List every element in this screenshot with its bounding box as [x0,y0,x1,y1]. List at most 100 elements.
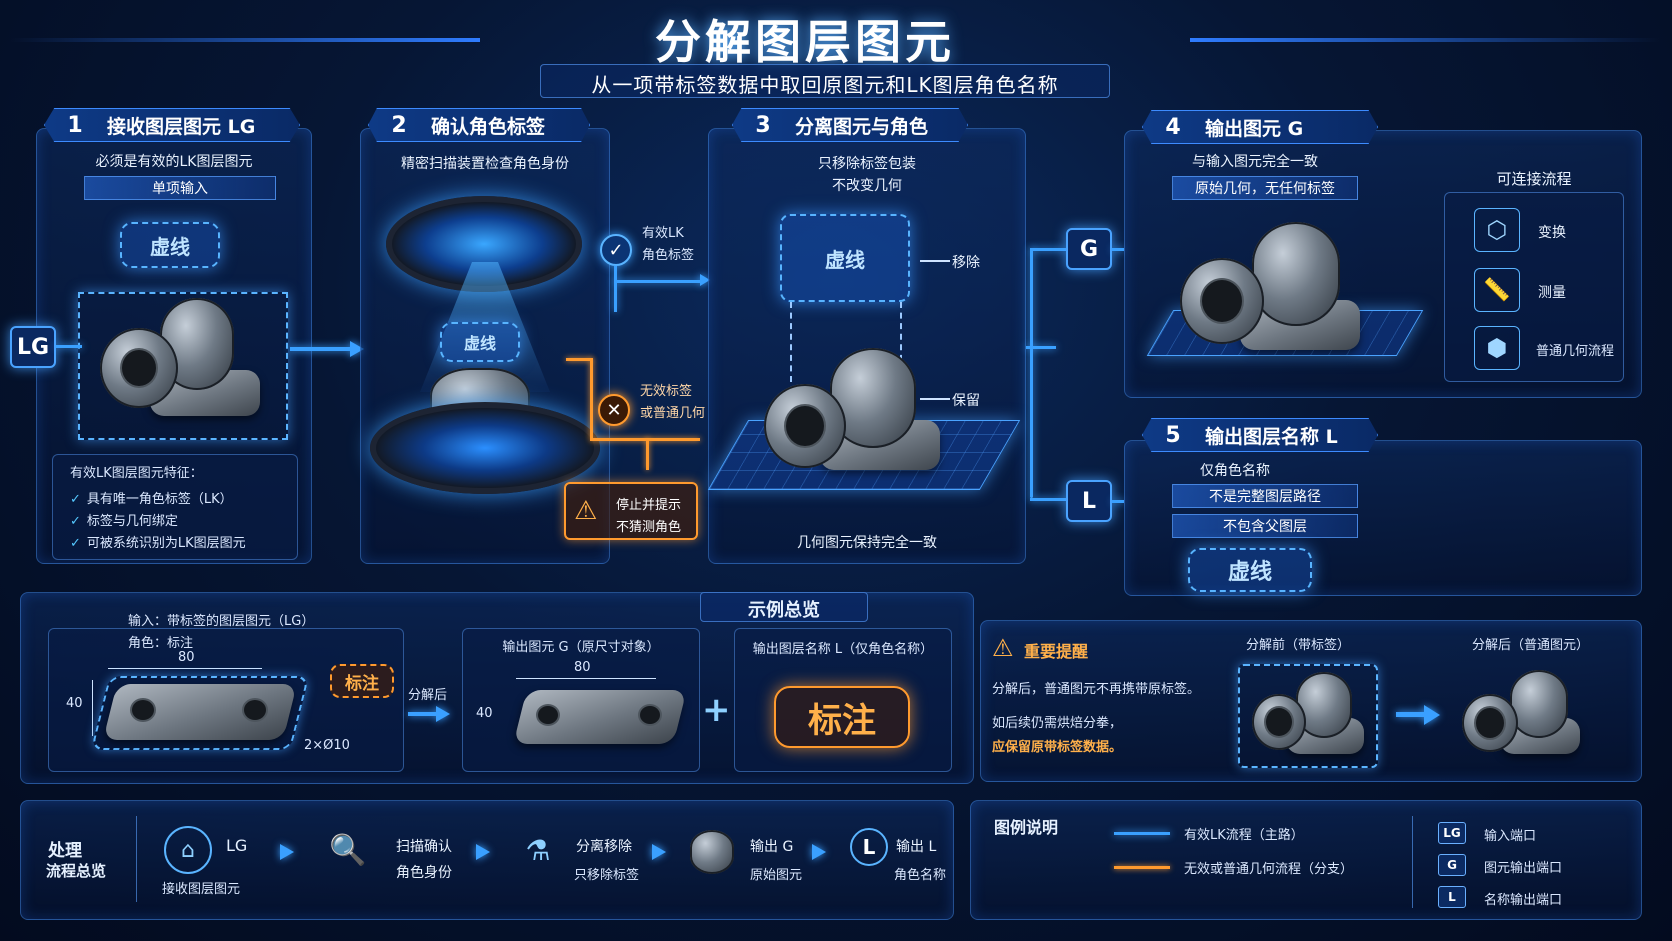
dim-line-h [92,680,93,736]
g-out-line [1112,248,1124,251]
step4-pill: 原始几何，无任何标签 [1172,176,1358,200]
example-tag: 标注 [330,664,394,698]
step3-number: 3 [755,112,771,138]
step3-guide-2 [900,302,902,382]
step2-header: 2 确认角色标签 [368,108,590,142]
connectable-title: 可连接流程 [1496,170,1572,188]
invalid-line-v [590,358,593,438]
process-step2-top: 扫描确认 [396,839,452,855]
subtitle-frame [540,64,1110,98]
process-title-2: 流程总览 [46,862,107,880]
feature-item: ✓可被系统识别为LK图层图元 [70,536,246,551]
connectable-item-measure[interactable]: 测量 [1538,285,1566,301]
step5-dashed-tag: 虚线 [1188,548,1312,592]
step4-number: 4 [1165,114,1181,140]
feature-item: ✓具有唯一角色标签（LK） [70,492,233,507]
step1-pill: 单项输入 [84,176,276,200]
example-input-line1: 输入：带标签的图层图元（LG） [128,614,315,629]
features-box [52,454,298,560]
reminder-warning-icon: ⚠ [992,634,1014,662]
cube-icon: ⬢ [1474,326,1520,370]
before-dashed-box [1238,664,1378,768]
process-arrow [812,844,826,860]
step3-dashed-tag: 虚线 [780,214,910,302]
step1-dashed-box [78,292,288,440]
step3-out-line [1026,346,1056,349]
step1-to-step2-line [290,347,350,351]
page-subtitle: 从一项带标签数据中取回原图元和LK图层角色名称 [591,73,1059,97]
process-arrow [652,844,666,860]
reminder-line2: 如后续仍需烘焙分拳， [992,716,1123,731]
after-part-body [1510,670,1568,738]
lg-in-line [56,345,82,348]
step3-part-bore [786,406,824,446]
plate-hole [538,706,558,724]
stop-box [564,482,698,540]
example-plus: + [702,690,731,730]
step1-label: 接收图层图元 LG [107,115,256,138]
step5-note: 仅角色名称 [1200,463,1270,479]
example-out-l: 输出图层名称 L（仅角色名称） [752,642,934,657]
reminder-arrow [1424,705,1440,725]
port-l[interactable]: L [1066,480,1112,522]
process-step4-top: 输出 G [750,839,794,855]
separate-icon: ⚗ [525,833,551,867]
invalid-line-h2 [590,438,700,441]
title-bar-right-deco [1190,38,1660,42]
reminder-after: 分解后（普通图元） [1472,638,1590,653]
process-step1-top: LG [226,836,248,855]
step5-number: 5 [1165,422,1181,448]
example-title-frame [700,592,868,622]
invalid-label-1: 无效标签 [640,384,693,399]
legend-port-l: L [1438,886,1466,908]
example-holes: 2×Ø10 [304,738,350,753]
example-out-dim-w: 80 [574,660,591,675]
example-out-dim-h: 40 [476,706,493,721]
process-step4-bottom: 原始图元 [750,868,803,883]
step4-part-body [1252,222,1340,326]
step5-pill-2: 不包含父图层 [1172,514,1358,538]
legend-port-lg: LG [1438,822,1466,844]
valid-line-v [614,266,617,312]
step3-guide-1 [790,302,792,382]
title-bar-left-deco [10,38,480,42]
connectable-item-geometry[interactable]: 普通几何流程 [1536,344,1615,359]
process-step3-top: 分离移除 [576,839,632,855]
valid-arrow [700,274,710,286]
legend-port-lg-label: 输入端口 [1484,829,1537,844]
process-arrow [280,844,294,860]
step3-header: 3 分离图元与角色 [732,108,968,142]
scan-icon: 🔍 [329,832,367,868]
step3-footer: 几何图元保持完全一致 [797,535,937,551]
step1-dashed-tag: 虚线 [120,222,220,268]
example-big-tag: 标注 [774,686,910,748]
stop-label-1: 停止并提示 [616,498,682,513]
step2-number: 2 [391,112,407,138]
example-arrow-line [408,712,436,716]
stop-label-2: 不猜测角色 [616,520,682,535]
keep-arrow-line [920,398,950,400]
example-dim-w: 80 [178,650,195,665]
branch-line-g [1030,248,1066,251]
scanner-ring-top [386,196,582,292]
port-lg[interactable]: LG [10,326,56,368]
example-arrow [436,706,450,722]
step2-label: 确认角色标签 [431,115,546,138]
port-g[interactable]: G [1066,228,1112,270]
legend-divider [1412,816,1413,908]
step4-label: 输出图元 G [1205,117,1304,140]
output-g-icon [690,830,734,874]
check-icon: ✓ [70,536,81,551]
legend-orange-line [1114,866,1170,869]
plate-hole [640,706,660,724]
connectable-item-transform[interactable]: 变换 [1538,225,1566,241]
plate-hole [244,700,266,720]
process-title-1: 处理 [48,841,82,861]
legend-port-l-label: 名称输出端口 [1484,893,1563,908]
step1-part-bore [122,350,156,386]
check-icon: ✓ [70,492,81,507]
step1-header: 1 接收图层图元 LG [44,108,300,142]
step1-note: 必须是有效的LK图层图元 [95,154,253,170]
step5-pill-1: 不是完整图层路径 [1172,484,1358,508]
process-step3-bottom: 只移除标签 [574,868,640,883]
